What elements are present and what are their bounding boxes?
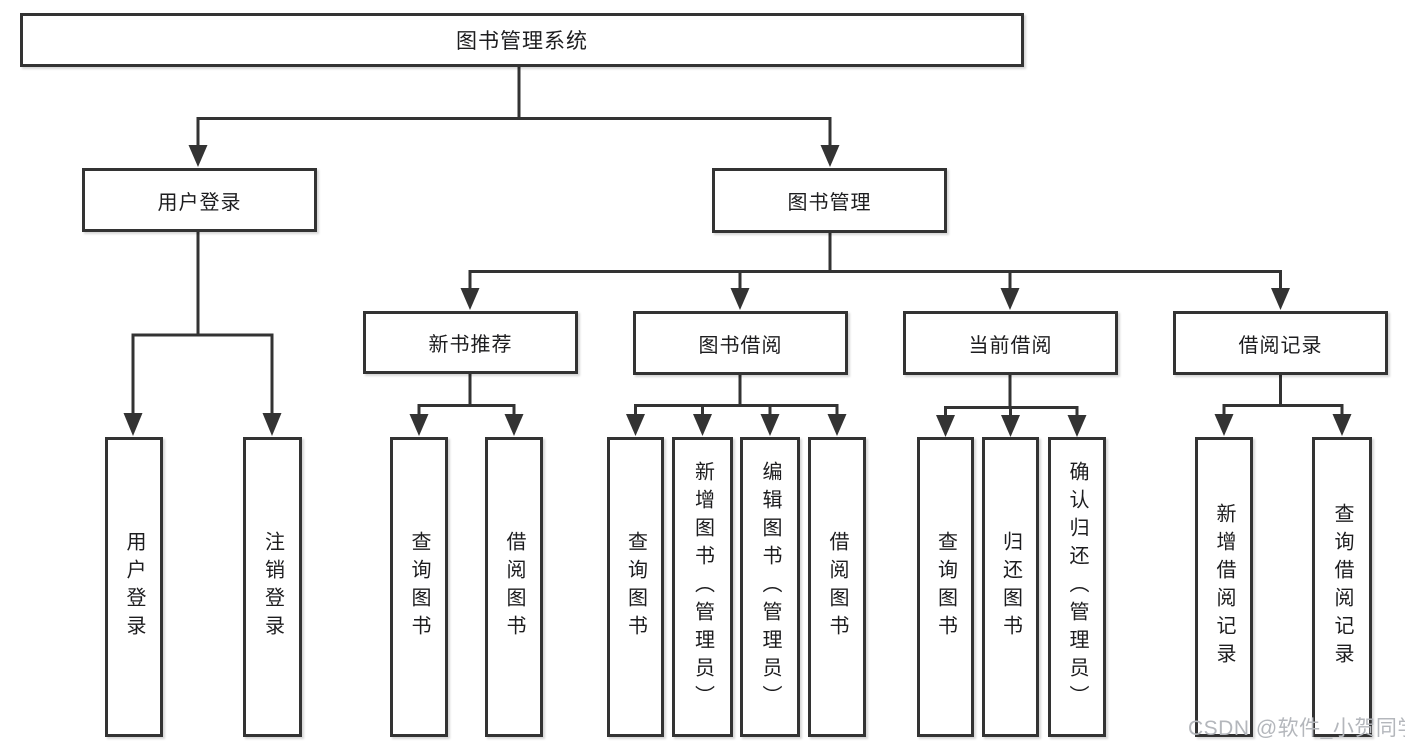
- node-library-system: 图书管理系统: [20, 13, 1024, 67]
- leaf-user-login: 用户登录: [105, 437, 163, 737]
- leaf-add-borrow-record: 新增借阅记录: [1195, 437, 1253, 737]
- leaf-query-books-1: 查询图书: [390, 437, 448, 737]
- leaf-confirm-return-admin: 确认归还（管理员）: [1048, 437, 1106, 737]
- leaf-query-borrow-record: 查询借阅记录: [1312, 437, 1372, 737]
- node-book-management: 图书管理: [712, 168, 947, 233]
- leaf-borrow-books-1: 借阅图书: [485, 437, 543, 737]
- node-new-book-recommend: 新书推荐: [363, 311, 578, 374]
- leaf-query-books-2: 查询图书: [607, 437, 664, 737]
- node-current-borrowing: 当前借阅: [903, 311, 1118, 375]
- leaf-add-book-admin: 新增图书（管理员）: [672, 437, 733, 737]
- leaf-borrow-books-2: 借阅图书: [808, 437, 866, 737]
- leaf-return-book: 归还图书: [982, 437, 1039, 737]
- leaf-query-books-3: 查询图书: [917, 437, 974, 737]
- node-user-login: 用户登录: [82, 168, 317, 232]
- leaf-edit-book-admin: 编辑图书（管理员）: [740, 437, 800, 737]
- node-borrowing-records: 借阅记录: [1173, 311, 1388, 375]
- leaf-logout-login: 注销登录: [243, 437, 302, 737]
- csdn-watermark: CSDN @软件_小贺同学: [1188, 717, 1405, 740]
- arrowheads: [123, 145, 1352, 437]
- node-book-borrowing: 图书借阅: [633, 311, 848, 375]
